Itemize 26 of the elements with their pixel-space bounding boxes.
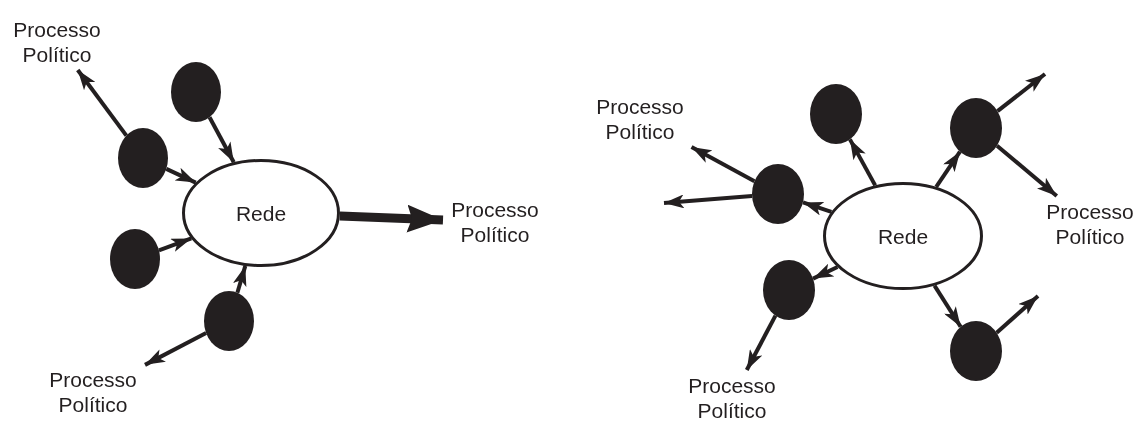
arrow bbox=[158, 236, 192, 253]
arrow bbox=[995, 144, 1059, 198]
node-label: Rede bbox=[235, 200, 287, 226]
node-label: Rede bbox=[877, 223, 929, 249]
arrow bbox=[339, 204, 444, 233]
arrow bbox=[745, 314, 778, 371]
arrow bbox=[995, 294, 1040, 335]
arrow bbox=[802, 200, 833, 216]
arrow bbox=[932, 284, 963, 328]
arrow bbox=[848, 138, 877, 187]
arrow bbox=[232, 265, 248, 294]
arrow bbox=[934, 150, 962, 188]
arrow bbox=[165, 167, 197, 185]
process-label: Processo Político bbox=[447, 197, 543, 247]
process-label: Processo Político bbox=[45, 367, 141, 417]
arrow bbox=[663, 194, 753, 209]
process-label: Processo Político bbox=[9, 17, 105, 67]
arrow bbox=[690, 145, 756, 183]
arrow bbox=[207, 116, 236, 164]
process-label: Processo Político bbox=[1042, 199, 1137, 249]
arrow bbox=[996, 72, 1047, 113]
arrow bbox=[76, 68, 128, 137]
process-label: Processo Político bbox=[684, 373, 780, 423]
arrow bbox=[144, 331, 207, 367]
arrow bbox=[812, 263, 839, 281]
process-label: Processo Político bbox=[592, 94, 688, 144]
